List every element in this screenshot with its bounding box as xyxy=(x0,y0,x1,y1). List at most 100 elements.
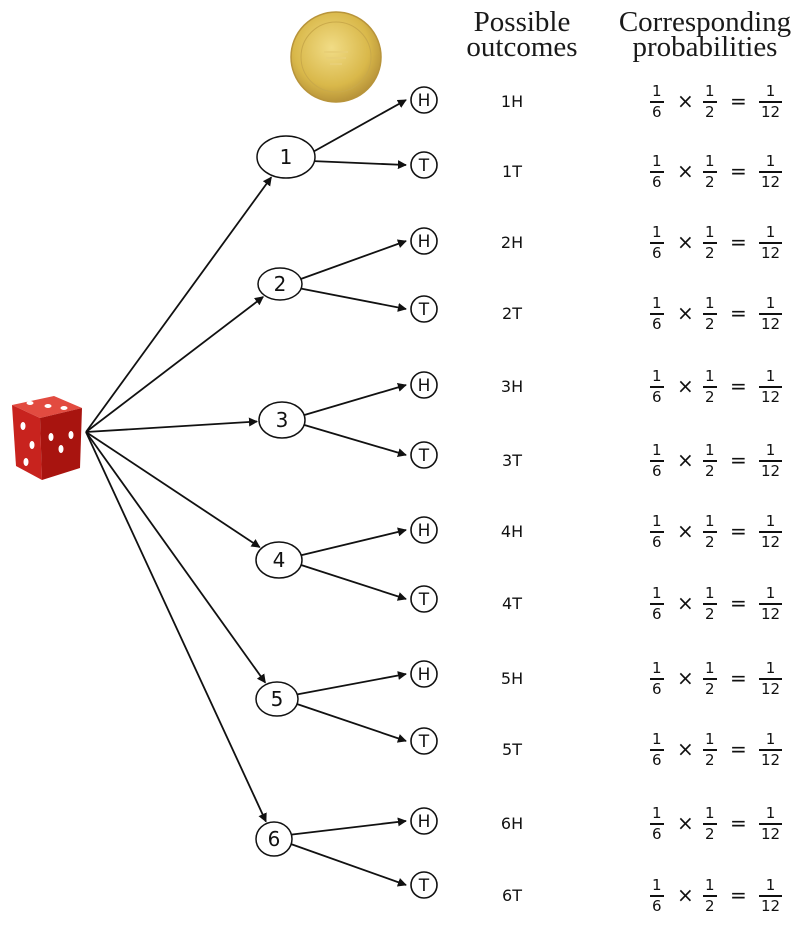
equals-sign: = xyxy=(730,448,747,472)
times-sign: × xyxy=(677,666,694,690)
coin-side-label: T xyxy=(418,732,430,752)
coin-side-label: T xyxy=(418,156,430,176)
die-face-label: 3 xyxy=(276,408,289,432)
coin-probability-numerator: 1 xyxy=(703,585,717,602)
equals-sign: = xyxy=(730,591,747,615)
coin-branch-H xyxy=(298,530,406,556)
die-face-label: 6 xyxy=(268,827,281,851)
coin-probability-denominator: 2 xyxy=(703,826,717,843)
die-branch-6 xyxy=(86,432,266,822)
joint-probability-numerator: 1 xyxy=(764,805,778,822)
die-icon xyxy=(12,396,82,480)
coin-branch-H xyxy=(288,821,406,835)
coin-branch-T xyxy=(294,703,406,741)
joint-probability-numerator: 1 xyxy=(764,660,778,677)
joint-probability: 112 xyxy=(759,153,782,191)
coin-probability-denominator: 2 xyxy=(703,245,717,262)
joint-probability-numerator: 1 xyxy=(764,731,778,748)
coin-probability-denominator: 2 xyxy=(703,463,717,480)
probabilities-header-line2: probabilities xyxy=(605,35,805,60)
coin-side-label: H xyxy=(418,521,431,541)
times-sign: × xyxy=(677,448,694,472)
die-probability-denominator: 6 xyxy=(650,316,664,333)
equals-sign: = xyxy=(730,301,747,325)
coin-probability-denominator: 2 xyxy=(703,752,717,769)
joint-probability: 112 xyxy=(759,442,782,480)
times-sign: × xyxy=(677,374,694,398)
equals-sign: = xyxy=(730,89,747,113)
die-probability: 16 xyxy=(650,731,664,769)
coin-branch-H xyxy=(294,674,406,695)
joint-probability-denominator: 12 xyxy=(759,606,782,623)
die-branch-2 xyxy=(86,297,263,432)
outcome-label: 5T xyxy=(482,740,542,759)
coin-probability: 12 xyxy=(703,295,717,333)
die-face-label: 4 xyxy=(273,548,286,572)
die-probability-denominator: 6 xyxy=(650,174,664,191)
joint-probability-denominator: 12 xyxy=(759,389,782,406)
outcome-label: 2T xyxy=(482,304,542,323)
coin-branch-H xyxy=(311,100,406,153)
joint-probability: 112 xyxy=(759,368,782,406)
equals-sign: = xyxy=(730,811,747,835)
coin-probability-numerator: 1 xyxy=(703,513,717,530)
coin-probability: 12 xyxy=(703,153,717,191)
times-sign: × xyxy=(677,159,694,183)
outcomes-header-line2: outcomes xyxy=(452,35,592,60)
joint-probability: 112 xyxy=(759,83,782,121)
coin-branch-H xyxy=(301,385,406,416)
joint-probability-numerator: 1 xyxy=(764,368,778,385)
joint-probability-denominator: 12 xyxy=(759,826,782,843)
die-probability-denominator: 6 xyxy=(650,245,664,262)
die-probability-numerator: 1 xyxy=(650,877,664,894)
coin-icon xyxy=(291,12,381,102)
die-probability-numerator: 1 xyxy=(650,153,664,170)
coin-probability: 12 xyxy=(703,513,717,551)
joint-probability-denominator: 12 xyxy=(759,245,782,262)
coin-branch-T xyxy=(301,424,406,455)
joint-probability-denominator: 12 xyxy=(759,534,782,551)
die-branch-1 xyxy=(86,177,271,432)
die-probability-denominator: 6 xyxy=(650,606,664,623)
die-probability-numerator: 1 xyxy=(650,368,664,385)
equals-sign: = xyxy=(730,883,747,907)
coin-probability-denominator: 2 xyxy=(703,606,717,623)
die-probability-numerator: 1 xyxy=(650,585,664,602)
times-sign: × xyxy=(677,230,694,254)
times-sign: × xyxy=(677,89,694,113)
outcome-label: 6T xyxy=(482,886,542,905)
outcome-label: 4H xyxy=(482,522,542,541)
die-probability-denominator: 6 xyxy=(650,752,664,769)
die-probability: 16 xyxy=(650,295,664,333)
die-probability-denominator: 6 xyxy=(650,389,664,406)
coin-side-label: T xyxy=(418,300,430,320)
die-probability-denominator: 6 xyxy=(650,534,664,551)
outcome-label: 4T xyxy=(482,594,542,613)
die-branch-3 xyxy=(86,422,257,432)
coin-probability-denominator: 2 xyxy=(703,174,717,191)
joint-probability-numerator: 1 xyxy=(764,224,778,241)
die-face-label: 1 xyxy=(280,145,293,169)
joint-probability-numerator: 1 xyxy=(764,585,778,602)
die-probability-numerator: 1 xyxy=(650,513,664,530)
outcome-label: 3T xyxy=(482,451,542,470)
coin-side-label: H xyxy=(418,665,431,685)
die-probability-numerator: 1 xyxy=(650,83,664,100)
equals-sign: = xyxy=(730,519,747,543)
coin-probability-denominator: 2 xyxy=(703,104,717,121)
die-probability: 16 xyxy=(650,585,664,623)
joint-probability-denominator: 12 xyxy=(759,316,782,333)
coin-side-label: H xyxy=(418,812,431,832)
coin-side-label: H xyxy=(418,232,431,252)
outcome-label: 2H xyxy=(482,233,542,252)
joint-probability: 112 xyxy=(759,805,782,843)
die-probability-denominator: 6 xyxy=(650,826,664,843)
coin-probability-numerator: 1 xyxy=(703,805,717,822)
